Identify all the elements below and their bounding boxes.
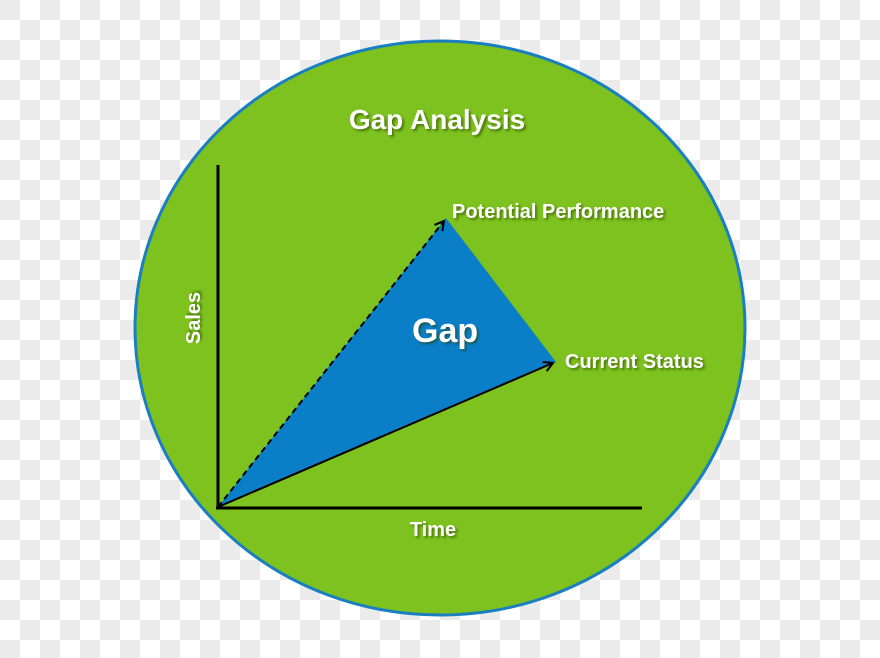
y-axis-label: Sales <box>183 291 205 345</box>
x-axis-label: Time <box>409 519 457 541</box>
gap-triangle <box>218 218 556 507</box>
potential-performance-arrow <box>217 221 444 508</box>
diagram-title: Gap Analysis <box>348 104 526 135</box>
gap-label: Gap <box>412 312 479 350</box>
current-status-label: Current Status <box>565 351 704 373</box>
current-status-arrow <box>217 363 553 508</box>
potential-performance-label: Potential Performance <box>452 201 665 223</box>
